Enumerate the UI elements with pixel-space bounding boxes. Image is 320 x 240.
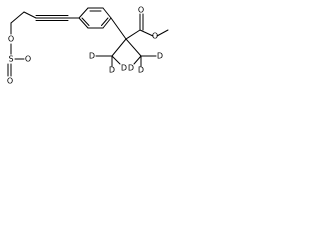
carbonyl-oxygen-label: O	[138, 6, 144, 15]
sulfur-label: S	[8, 55, 13, 64]
deuterium-label: D	[157, 52, 163, 61]
chemical-structure-diagram: O S O O O O D D D D D D	[7, 6, 169, 86]
bond-lines	[7, 7, 169, 77]
ester-oxygen-label: O	[8, 35, 14, 44]
sulfonyl-oxygen-label: O	[25, 55, 31, 64]
deuterium-label: D	[89, 52, 95, 61]
sulfonyl-oxygen-label: O	[7, 77, 13, 86]
atom-labels: O S O O O O D D D D D D	[7, 6, 163, 86]
deuterium-label: D	[128, 64, 134, 73]
deuterium-label: D	[109, 66, 115, 75]
methoxy-oxygen-label: O	[152, 32, 158, 41]
deuterium-label: D	[121, 64, 127, 73]
deuterium-label: D	[138, 66, 144, 75]
